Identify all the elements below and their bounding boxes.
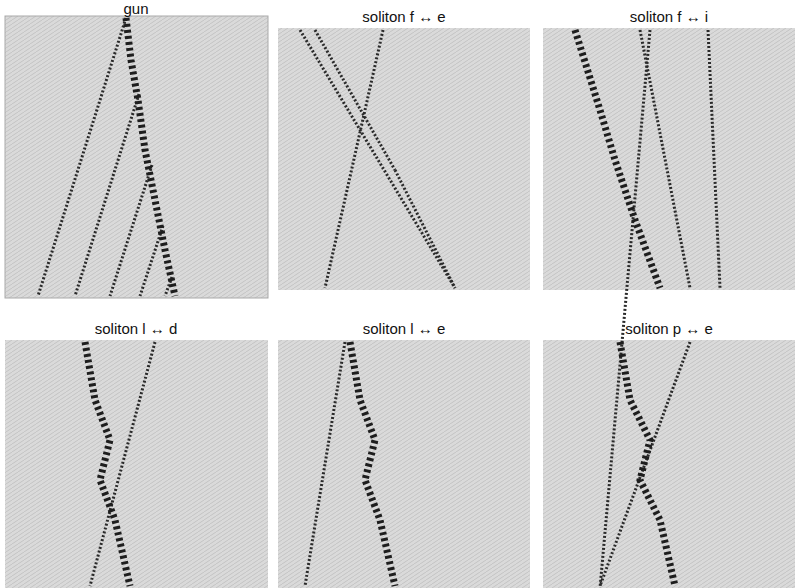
jagged-solitons bbox=[85, 18, 675, 586]
panel-title: soliton l ↔ e bbox=[363, 320, 446, 338]
panel-title: soliton f ↔ i bbox=[630, 8, 708, 26]
panel-title: soliton l ↔ d bbox=[95, 320, 178, 338]
panel-grounds bbox=[5, 16, 795, 588]
panel-title: soliton f ↔ e bbox=[362, 8, 445, 26]
crossing-gliders bbox=[90, 30, 690, 586]
thin-gliders bbox=[38, 18, 720, 588]
panel-title: gun bbox=[123, 0, 148, 18]
panel-title: soliton p ↔ e bbox=[625, 320, 713, 338]
